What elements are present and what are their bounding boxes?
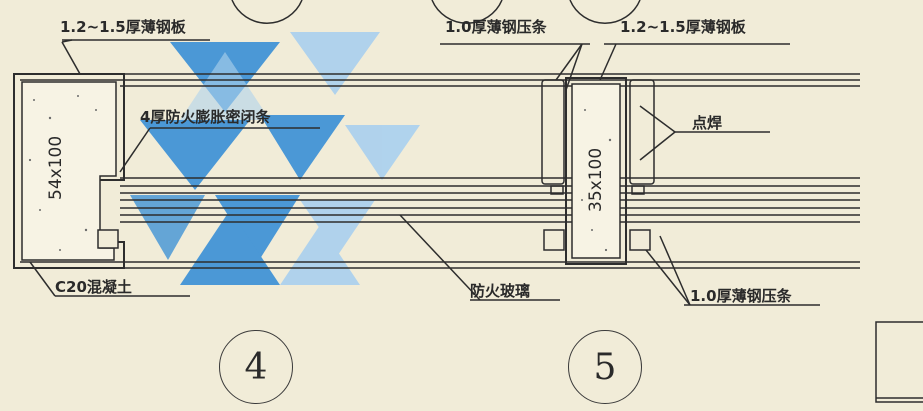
label-size-right: 35x100 (586, 147, 606, 212)
detail-number-4: 4 (219, 330, 293, 404)
label-spot-weld: 点焊 (692, 114, 723, 132)
label-steel-plate-left: 1.2~1.5厚薄钢板 (60, 18, 186, 36)
label-pressure-strip-top: 1.0厚薄钢压条 (445, 18, 547, 36)
label-concrete: C20混凝土 (55, 278, 132, 296)
lines (13, 0, 923, 403)
label-pressure-strip-bottom: 1.0厚薄钢压条 (690, 287, 792, 305)
label-steel-plate-right: 1.2~1.5厚薄钢板 (620, 18, 746, 36)
label-size-left: 54x100 (46, 135, 66, 200)
concrete-texture (28, 95, 612, 252)
label-seal-strip: 4厚防火膨胀密闭条 (140, 108, 271, 126)
label-fire-glass: 防火玻璃 (470, 282, 531, 300)
watermark-logo (130, 32, 420, 285)
detail-number-5: 5 (568, 330, 642, 404)
